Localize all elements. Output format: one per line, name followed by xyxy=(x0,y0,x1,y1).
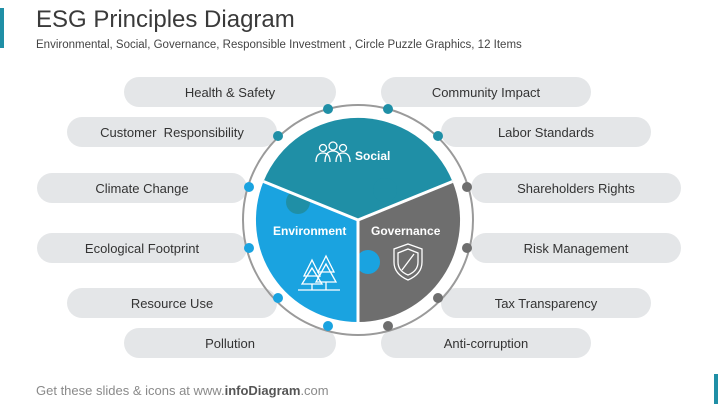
social-puzzle-knob xyxy=(286,190,310,214)
social-puzzle-knob-right xyxy=(373,178,397,202)
left-accent-bar xyxy=(0,8,4,48)
connector-dot xyxy=(244,182,254,192)
item-shareholders-rights: Shareholders Rights xyxy=(471,173,681,203)
page-title: ESG Principles Diagram xyxy=(36,6,295,33)
item-risk-management: Risk Management xyxy=(471,233,681,263)
footer-prefix: Get these slides & icons at www. xyxy=(36,383,225,398)
item-anti-corruption: Anti-corruption xyxy=(381,328,591,358)
connector-dot xyxy=(273,131,283,141)
connector-dot xyxy=(273,293,283,303)
page-subtitle: Environmental, Social, Governance, Respo… xyxy=(36,39,522,51)
divider-line xyxy=(262,180,359,222)
connector-dot xyxy=(383,321,393,331)
item-health-safety: Health & Safety xyxy=(124,77,336,107)
item-pollution: Pollution xyxy=(124,328,336,358)
item-tax-transparency: Tax Transparency xyxy=(441,288,651,318)
footer-brand: infoDiagram xyxy=(224,383,301,398)
connector-dot xyxy=(244,243,254,253)
environment-puzzle-knob xyxy=(356,250,380,274)
connector-dot xyxy=(383,104,393,114)
trees-icon xyxy=(298,254,340,291)
item-ecological-footprint: Ecological Footprint xyxy=(37,233,247,263)
divider-line xyxy=(357,180,454,222)
right-accent-bar xyxy=(714,374,718,404)
governance-segment xyxy=(358,181,461,323)
social-segment xyxy=(263,117,453,220)
environment-segment xyxy=(255,181,358,322)
social-label: Social xyxy=(355,149,390,163)
item-climate-change: Climate Change xyxy=(37,173,247,203)
item-resource-use: Resource Use xyxy=(67,288,277,318)
connector-dot xyxy=(323,321,333,331)
environment-label: Environment xyxy=(273,224,346,238)
outer-ring xyxy=(242,104,474,336)
shield-icon xyxy=(393,243,423,281)
connector-dot xyxy=(433,293,443,303)
item-labor-standards: Labor Standards xyxy=(441,117,651,147)
item-community-impact: Community Impact xyxy=(381,77,591,107)
footer-credit: Get these slides & icons at www.infoDiag… xyxy=(36,383,329,398)
people-group-icon xyxy=(315,141,351,163)
connector-dot xyxy=(462,243,472,253)
connector-dot xyxy=(462,182,472,192)
item-customer-responsibility: Customer Responsibility xyxy=(67,117,277,147)
connector-dot xyxy=(323,104,333,114)
footer-suffix: .com xyxy=(300,383,329,398)
connector-dot xyxy=(433,131,443,141)
governance-label: Governance xyxy=(371,224,441,238)
